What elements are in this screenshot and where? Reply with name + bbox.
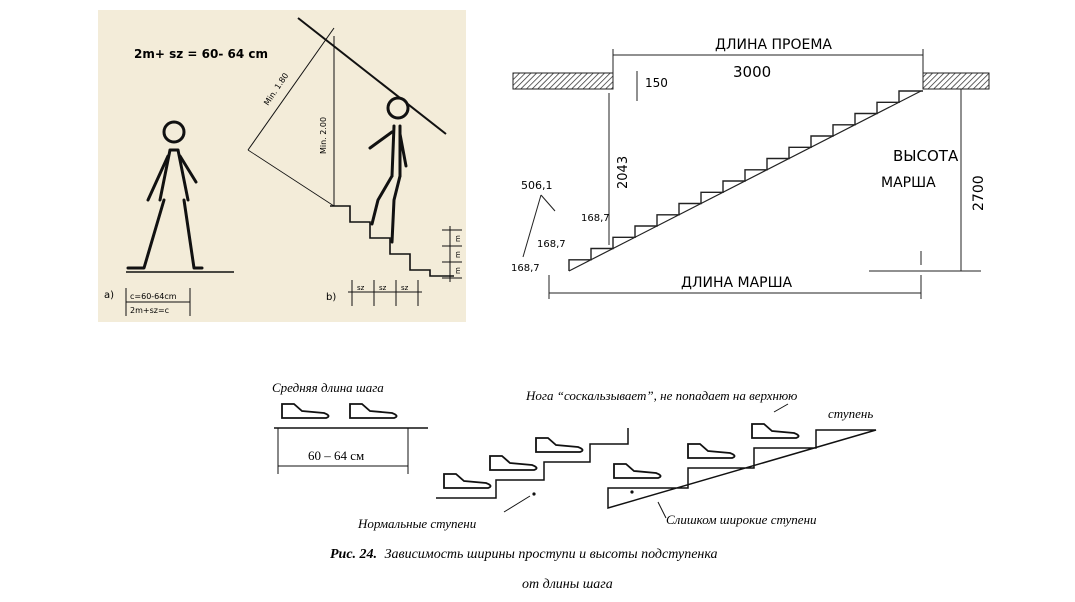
height-label-1: ВЫСОТА	[893, 147, 959, 165]
avg-step-title: Средняя длина шага	[272, 380, 384, 395]
dim-150: 150	[645, 76, 668, 90]
label-b: b)	[326, 292, 336, 303]
height-label-2: МАРША	[881, 175, 936, 191]
normal-steps-label: Нормальные ступени	[357, 516, 477, 531]
sz-label-1: sz	[357, 284, 365, 292]
min180-dim-line	[247, 27, 335, 151]
panel-gait-figure: 2m+ sz = 60- 64 cm a) c=60-64cm 2m+sz=c …	[98, 10, 466, 322]
stair-profile	[330, 205, 454, 277]
left-slab	[512, 72, 614, 90]
dim-1687-b: 168,7	[537, 239, 566, 250]
dim-2700: 2700	[971, 175, 987, 211]
sz-dim-lines	[348, 280, 422, 306]
step-range-label: 60 – 64 см	[308, 448, 364, 463]
gait-svg: 2m+ sz = 60- 64 cm a) c=60-64cm 2m+sz=c …	[98, 10, 466, 322]
flight-length-title: ДЛИНА МАРША	[681, 275, 793, 291]
opening-length-title: ДЛИНА ПРОЕМА	[715, 37, 832, 53]
wide-stairs	[607, 429, 877, 509]
step-formula-top: c=60-64cm	[130, 292, 177, 301]
caption-line2: от длины шага	[522, 577, 613, 592]
m-label-1: m	[454, 235, 462, 242]
label-a: a)	[104, 290, 114, 301]
m-label-2: m	[454, 251, 462, 258]
normal-stairs	[436, 428, 629, 499]
shoe-icon	[687, 443, 736, 459]
dim-1687-a: 168,7	[581, 213, 610, 224]
panel-step-length: Средняя длина шага 60 – 64 см Нормальные…	[268, 370, 908, 595]
m-dim-lines	[442, 226, 462, 282]
shoe-icon	[613, 463, 662, 479]
caption-number: Рис. 24.	[330, 547, 377, 562]
dim-506: 506,1	[521, 179, 553, 192]
dim-2043: 2043	[616, 156, 631, 189]
stair-section-svg: ДЛИНА ПРОЕМА 3000 150 2043 506,1 168,7 1…	[511, 37, 990, 299]
dim-1687-c: 168,7	[511, 263, 540, 274]
formula-text: 2m+ sz = 60- 64 cm	[134, 47, 268, 61]
shoe-icons	[281, 403, 800, 489]
caption-text: Зависимость ширины проступи и высоты под…	[385, 547, 718, 562]
sz-label-2: sz	[379, 284, 387, 292]
shoe-icon	[281, 403, 330, 419]
panel-stair-section: ДЛИНА ПРОЕМА 3000 150 2043 506,1 168,7 1…	[505, 25, 1000, 305]
climbing-man-icon	[368, 96, 410, 244]
right-slab	[922, 72, 990, 90]
step-length-svg: Средняя длина шага 60 – 64 см Нормальные…	[272, 380, 877, 592]
figure-caption: Рис. 24. Зависимость ширины проступи и в…	[330, 547, 718, 562]
slip-text-line1: Нога “соскальзывает”, не попадает на вер…	[525, 388, 797, 403]
stair-soffit	[568, 90, 922, 272]
step-formula-bottom: 2m+sz=c	[130, 306, 169, 315]
shoe-icon	[535, 437, 584, 453]
min200-label: Min. 2.00	[319, 117, 328, 154]
stair-steps	[568, 90, 923, 271]
ceiling-diagonal	[297, 17, 447, 135]
slip-text-line2: ступень	[828, 406, 873, 421]
stair-pitch-line	[247, 149, 335, 207]
shoe-icon	[751, 423, 800, 439]
sz-label-3: sz	[401, 284, 409, 292]
m-label-3: m	[454, 267, 462, 274]
shoe-icon	[443, 473, 492, 489]
walking-man-icon	[126, 120, 204, 270]
shoe-icon	[489, 455, 538, 471]
wide-steps-label: Слишком широкие ступени	[666, 512, 817, 527]
shoe-icon	[349, 403, 398, 419]
opening-length-value: 3000	[733, 63, 771, 81]
step-length-dim	[125, 288, 191, 316]
